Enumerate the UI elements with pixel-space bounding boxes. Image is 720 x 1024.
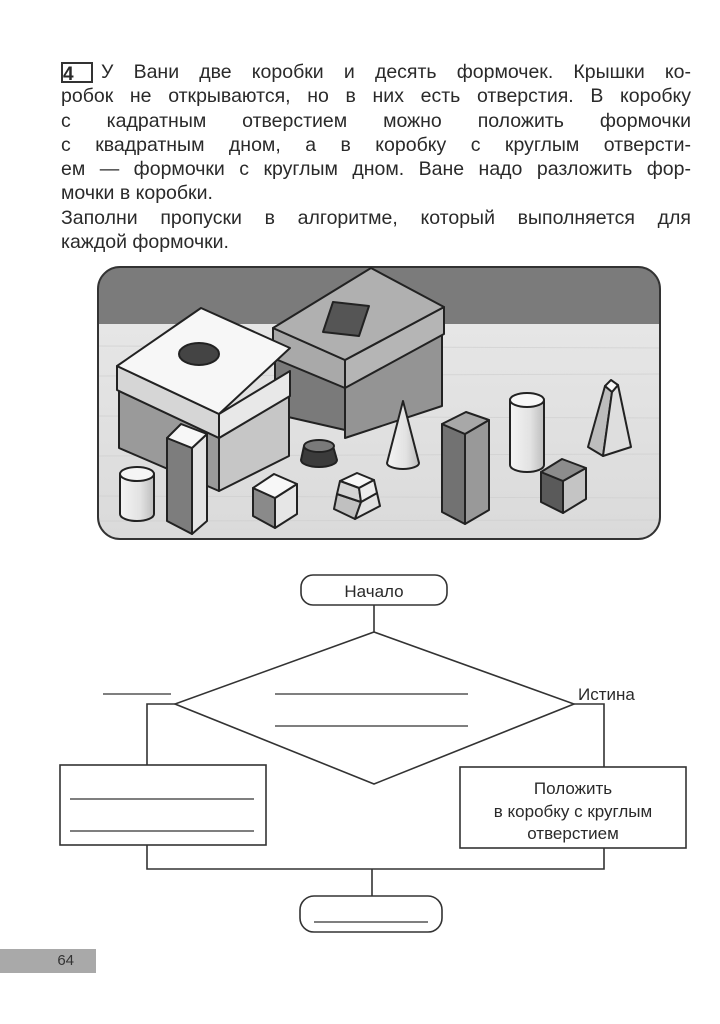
start-label: Начало <box>344 582 403 601</box>
task-line-6: мочки в коробки. <box>61 182 213 205</box>
task-line-3: с кадратным отверстием можно положить фо… <box>61 109 691 132</box>
shape-cube-dark <box>540 458 587 514</box>
shape-truncated-cone <box>300 439 338 468</box>
true-action-line-3: отверстием <box>527 824 619 843</box>
task-number-badge: 4 <box>61 62 93 85</box>
connector-true-branch <box>574 703 605 767</box>
flowchart: Начало Истина Положить в коробку с кругл… <box>59 574 687 933</box>
false-action-box[interactable] <box>59 764 267 846</box>
illustration-boxes-and-shapes <box>97 266 661 540</box>
end-terminal[interactable] <box>299 895 443 933</box>
shape-cylinder-tall <box>509 392 545 473</box>
shape-tall-prism <box>166 423 208 535</box>
square-hole <box>322 301 370 337</box>
task-line-4: с квадратным дном, а в коробку с круглым… <box>61 133 691 156</box>
shape-tall-prism-dark <box>441 411 490 525</box>
page-number: 64 <box>0 949 96 973</box>
task-text: 4 У Вани две коробки и десять формочек. К… <box>61 60 691 254</box>
instruction-line-2: каждой формочки. <box>61 231 229 254</box>
instruction-line-1: Заполни пропуски в алгоритме, который вы… <box>61 206 691 229</box>
shape-truncated-pyramid <box>333 472 381 520</box>
task-line-2: робок не открываются, но в них есть отве… <box>61 85 691 108</box>
true-action-line-1: Положить <box>534 779 612 798</box>
shape-cone <box>386 400 420 470</box>
task-line-1: 4 У Вани две коробки и десять формочек. К… <box>61 60 691 85</box>
true-action-line-2: в коробку с круглым <box>494 802 652 821</box>
shape-pyramid-tall <box>587 379 632 457</box>
illustration-frame <box>97 266 661 540</box>
box-square-hole <box>272 267 445 439</box>
connector-false-branch <box>146 703 175 765</box>
true-label: Истина <box>578 685 635 704</box>
true-action-box <box>459 766 687 849</box>
decision-diamond[interactable] <box>172 631 577 785</box>
shape-cylinder-small <box>119 466 155 522</box>
connector-merge <box>146 845 605 870</box>
task-line-1-text: У Вани две коробки и десять формочек. Кр… <box>101 61 691 83</box>
round-hole <box>178 342 220 366</box>
task-line-5: ем — формочки с круглым дном. Ване надо … <box>61 158 691 181</box>
shape-cube <box>252 473 298 529</box>
